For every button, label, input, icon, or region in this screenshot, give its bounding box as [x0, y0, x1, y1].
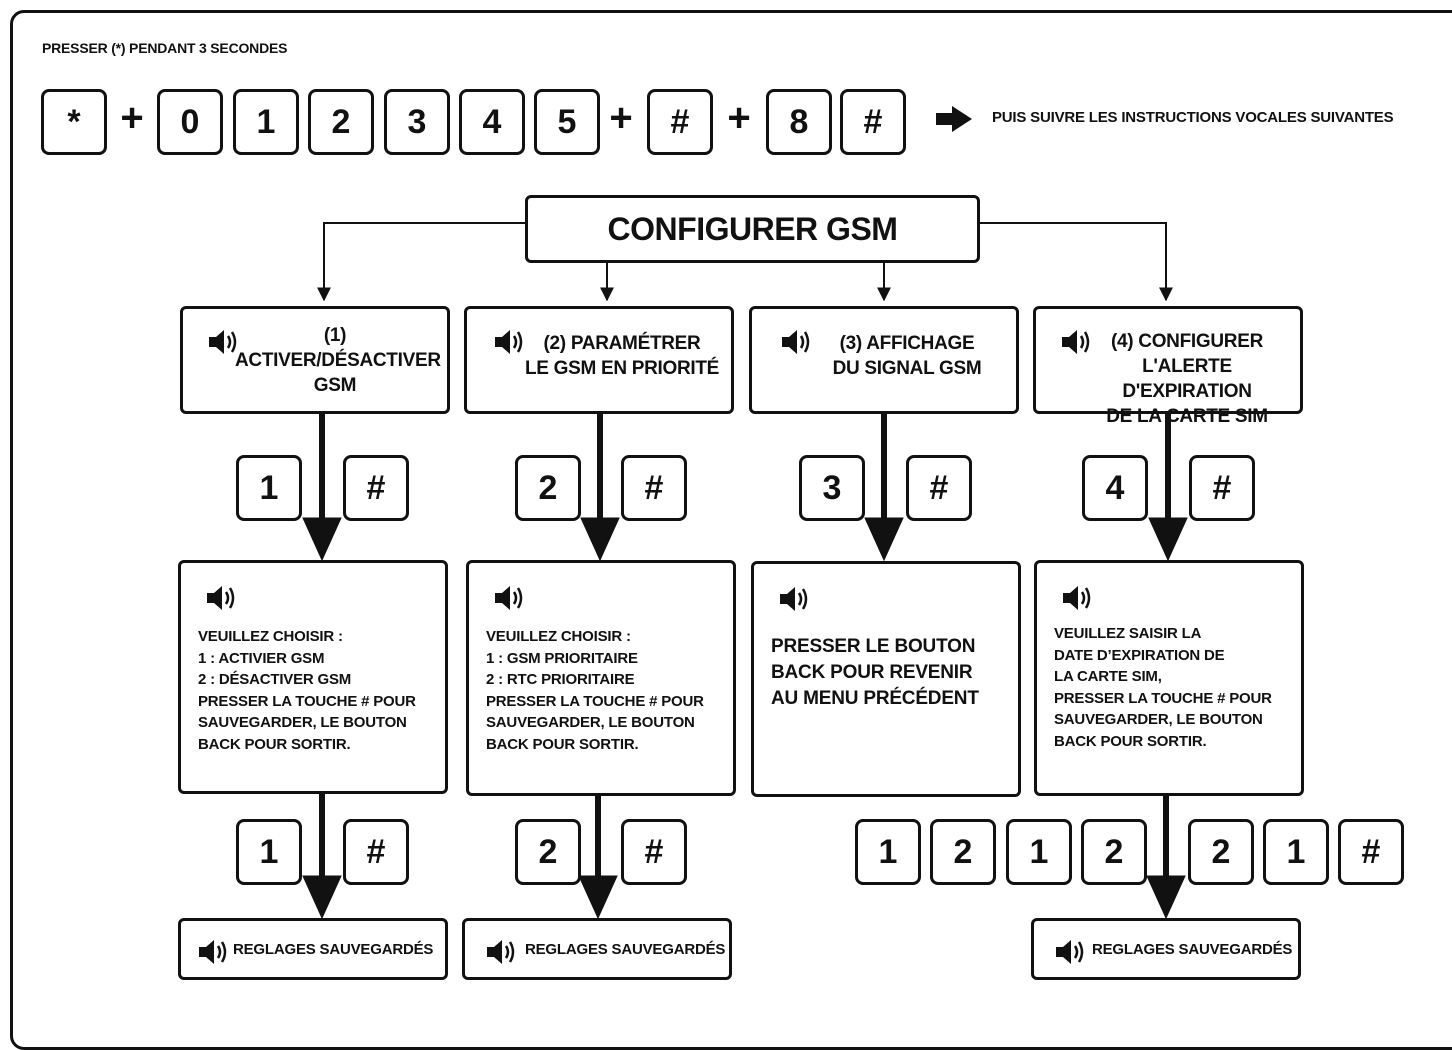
option-box-2: (2) PARAMÉTRER LE GSM EN PRIORITÉ — [464, 306, 734, 414]
key-date-digit: 2 — [1081, 819, 1147, 885]
message-box-2: VEUILLEZ CHOISIR : 1 : GSM PRIORITAIRE 2… — [466, 560, 736, 796]
key-hash: # — [647, 89, 713, 155]
key-1: 1 — [233, 89, 299, 155]
message-box-4: VEUILLEZ SAISIR LA DATE D’EXPIRATION DE … — [1034, 560, 1304, 796]
connector-lines — [302, 106, 1188, 920]
configure-gsm-title: CONFIGURER GSM — [525, 195, 980, 263]
key-date-digit: 1 — [1006, 819, 1072, 885]
result-text-1: REGLAGES SAUVEGARDÉS — [233, 941, 434, 958]
key-option-1: 1 — [236, 455, 302, 521]
message-text-3: PRESSER LE BOUTON BACK POUR REVENIR AU M… — [771, 636, 979, 709]
speaker-icon — [199, 940, 227, 964]
key-hash: # — [621, 455, 687, 521]
key-confirm-1: 1 — [236, 819, 302, 885]
key-hash: # — [840, 89, 906, 155]
result-box-1: REGLAGES SAUVEGARDÉS — [178, 918, 448, 980]
message-text-4: VEUILLEZ SAISIR LA DATE D’EXPIRATION DE … — [1054, 625, 1272, 750]
speaker-icon — [782, 330, 810, 354]
key-date-digit: 2 — [1188, 819, 1254, 885]
option-box-4: (4) CONFIGURER L'ALERTE D'EXPIRATION DE … — [1033, 306, 1303, 427]
key-date-digit: 2 — [930, 819, 996, 885]
plus-sign: + — [120, 96, 144, 140]
message-box-3: PRESSER LE BOUTON BACK POUR REVENIR AU M… — [751, 561, 1021, 797]
message-text-1: VEUILLEZ CHOISIR : 1 : ACTIVIER GSM 2 : … — [198, 628, 416, 753]
key-date-digit: 1 — [855, 819, 921, 885]
branch-arrow-1 — [317, 222, 525, 302]
header-instruction: PRESSER (*) PENDANT 3 SECONDES — [42, 40, 288, 56]
key-3: 3 — [384, 89, 450, 155]
key-star: * — [41, 89, 107, 155]
option-label-4: (4) CONFIGURER L'ALERTE D'EXPIRATION DE … — [1106, 331, 1268, 427]
speaker-icon — [495, 330, 523, 354]
key-option-3: 3 — [799, 455, 865, 521]
speaker-icon — [495, 586, 523, 610]
option-label-3: (3) AFFICHAGE DU SIGNAL GSM — [832, 333, 982, 379]
key-option-4: 4 — [1082, 455, 1148, 521]
result-box-4: REGLAGES SAUVEGARDÉS — [1031, 918, 1301, 980]
key-date-digit: 1 — [1263, 819, 1329, 885]
key-hash: # — [343, 819, 409, 885]
branch-arrow-4 — [980, 222, 1173, 302]
key-hash: # — [343, 455, 409, 521]
follow-instructions-text: PUIS SUIVRE LES INSTRUCTIONS VOCALES SUI… — [992, 109, 1394, 126]
result-box-2: REGLAGES SAUVEGARDÉS — [462, 918, 732, 980]
speaker-icon — [1063, 586, 1091, 610]
key-5: 5 — [534, 89, 600, 155]
option-label-2: (2) PARAMÉTRER LE GSM EN PRIORITÉ — [524, 333, 720, 379]
key-confirm-2: 2 — [515, 819, 581, 885]
speaker-icon — [1056, 940, 1084, 964]
option-label-1: (1) ACTIVER/DÉSACTIVER GSM — [235, 325, 441, 396]
key-2: 2 — [308, 89, 374, 155]
key-hash: # — [621, 819, 687, 885]
plus-sign: + — [609, 96, 633, 140]
key-hash: # — [1338, 819, 1404, 885]
thick-arrows — [302, 414, 1188, 920]
key-4: 4 — [459, 89, 525, 155]
result-text-2: REGLAGES SAUVEGARDÉS — [525, 941, 726, 958]
arrow-right-icon — [936, 106, 972, 132]
key-hash: # — [906, 455, 972, 521]
speaker-icon — [209, 330, 237, 354]
key-hash: # — [1189, 455, 1255, 521]
option-box-1: (1) ACTIVER/DÉSACTIVER GSM — [180, 306, 450, 414]
key-0: 0 — [157, 89, 223, 155]
key-8: 8 — [766, 89, 832, 155]
speaker-icon — [487, 940, 515, 964]
speaker-icon — [780, 587, 808, 611]
key-option-2: 2 — [515, 455, 581, 521]
speaker-icon — [1062, 330, 1090, 354]
result-text-4: REGLAGES SAUVEGARDÉS — [1092, 941, 1293, 958]
message-box-1: VEUILLEZ CHOISIR : 1 : ACTIVIER GSM 2 : … — [178, 560, 448, 794]
speaker-icon — [207, 586, 235, 610]
message-text-2: VEUILLEZ CHOISIR : 1 : GSM PRIORITAIRE 2… — [486, 628, 704, 753]
option-box-3: (3) AFFICHAGE DU SIGNAL GSM — [749, 306, 1019, 414]
plus-sign: + — [727, 96, 751, 140]
